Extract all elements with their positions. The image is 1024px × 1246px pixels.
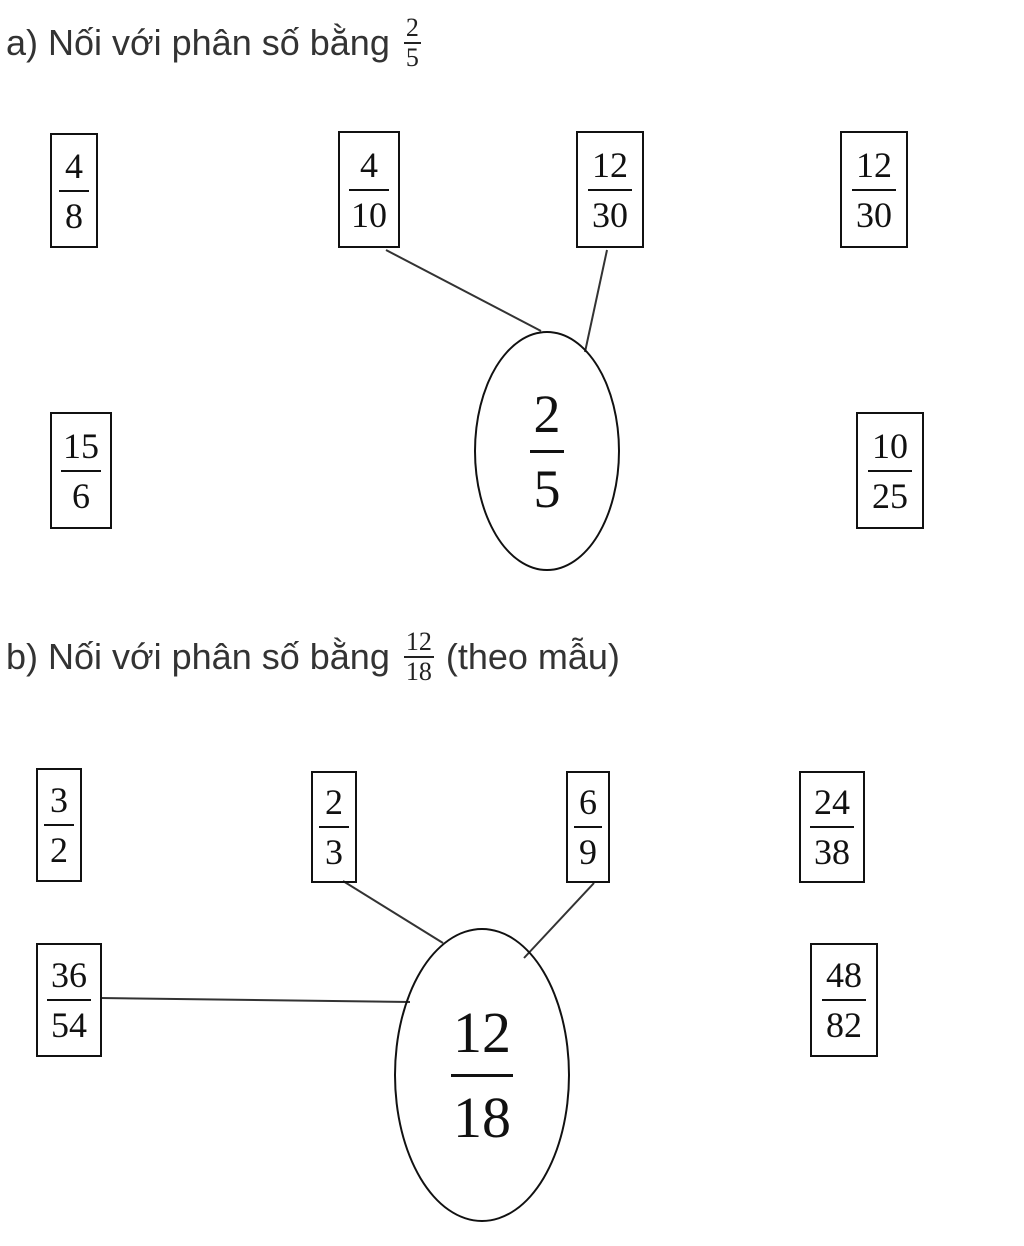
fraction-numerator: 2	[533, 383, 561, 444]
fraction-bar	[44, 824, 74, 826]
fraction-numerator: 4	[65, 145, 83, 186]
fraction-denominator: 8	[65, 195, 83, 236]
fraction-bar	[851, 188, 897, 191]
fraction-denominator: 30	[592, 194, 628, 235]
connector-line	[385, 249, 542, 332]
connector-line	[342, 880, 444, 944]
fraction-numerator: 6	[579, 782, 597, 822]
fraction-numerator: 12	[856, 144, 892, 185]
part-a-heading: a) Nối với phân số bằng 2 5	[6, 14, 433, 72]
part-b-heading-suffix: (theo mẫu)	[445, 636, 620, 677]
fraction-box[interactable]: 48 82	[810, 943, 878, 1057]
fraction-bar	[810, 826, 854, 828]
fraction-denominator: 6	[72, 475, 90, 516]
fraction-bar	[58, 189, 90, 192]
fraction-denominator: 5	[533, 458, 561, 519]
fraction-numerator: 4	[360, 144, 378, 185]
fraction-numerator: 12	[403, 627, 434, 658]
fraction-numerator: 24	[814, 782, 850, 822]
connector-line	[99, 997, 411, 1003]
fraction-denominator: 38	[814, 832, 850, 872]
part-a-heading-fraction: 2 5	[403, 13, 421, 72]
fraction-box[interactable]: 12 30	[840, 131, 908, 248]
fraction-bar	[530, 449, 564, 453]
fraction-bar	[60, 469, 102, 472]
fraction-bar	[574, 826, 602, 828]
fraction-box[interactable]: 4 8	[50, 133, 98, 248]
fraction-box[interactable]: 4 10	[338, 131, 400, 248]
fraction-denominator: 18	[453, 1084, 511, 1150]
part-a-heading-text: a) Nối với phân số bằng	[6, 22, 390, 63]
fraction-bar	[348, 188, 390, 191]
fraction-denominator: 54	[51, 1005, 87, 1045]
fraction-denominator: 25	[872, 475, 908, 516]
target-fraction-oval: 2 5	[474, 331, 620, 571]
fraction-numerator: 36	[51, 955, 87, 995]
fraction-box[interactable]: 6 9	[566, 771, 610, 883]
fraction-box[interactable]: 24 38	[799, 771, 865, 883]
fraction-numerator: 15	[63, 425, 99, 466]
fraction-numerator: 2	[403, 13, 421, 44]
fraction-numerator: 10	[872, 425, 908, 466]
fraction-denominator: 30	[856, 194, 892, 235]
fraction-bar	[451, 1073, 513, 1077]
fraction-numerator: 12	[453, 999, 511, 1065]
connector-line	[584, 249, 608, 353]
fraction-box[interactable]: 10 25	[856, 412, 924, 529]
fraction-numerator: 12	[592, 144, 628, 185]
fraction-bar	[821, 999, 867, 1001]
fraction-box[interactable]: 2 3	[311, 771, 357, 883]
part-b-heading-fraction: 12 18	[403, 627, 434, 686]
fraction-box[interactable]: 12 30	[576, 131, 644, 248]
fraction-box[interactable]: 15 6	[50, 412, 112, 529]
fraction-bar	[587, 188, 633, 191]
fraction-bar	[319, 826, 349, 828]
fraction-denominator: 82	[826, 1005, 862, 1045]
target-fraction-oval: 12 18	[394, 928, 570, 1222]
fraction-numerator: 2	[325, 782, 343, 822]
connector-line	[523, 882, 595, 959]
fraction-numerator: 48	[826, 955, 862, 995]
part-b-heading: b) Nối với phân số bằng 12 18 (theo mẫu)	[6, 628, 620, 686]
fraction-denominator: 3	[325, 832, 343, 872]
part-b-heading-text: b) Nối với phân số bằng	[6, 636, 390, 677]
fraction-numerator: 3	[50, 780, 68, 820]
fraction-bar	[867, 469, 913, 472]
fraction-denominator: 5	[405, 43, 419, 72]
fraction-box[interactable]: 3 2	[36, 768, 82, 882]
fraction-denominator: 18	[405, 657, 432, 686]
fraction-box[interactable]: 36 54	[36, 943, 102, 1057]
fraction-denominator: 9	[579, 832, 597, 872]
fraction-denominator: 2	[50, 830, 68, 870]
fraction-denominator: 10	[351, 194, 387, 235]
fraction-bar	[47, 999, 91, 1001]
